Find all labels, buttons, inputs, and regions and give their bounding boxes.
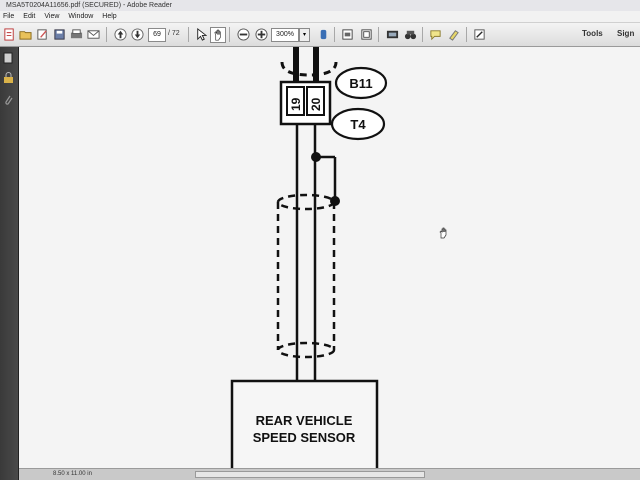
tools-pane-link[interactable]: Tools [582, 29, 603, 38]
toolbar-separator [188, 27, 189, 42]
next-page-icon[interactable] [130, 27, 144, 41]
save-icon[interactable] [52, 27, 66, 41]
fit-page-icon[interactable] [340, 27, 354, 41]
print-icon[interactable] [69, 27, 83, 41]
hand-cursor-icon [439, 227, 447, 239]
connector-pin-19: 19 [289, 97, 303, 111]
select-cursor-icon[interactable] [193, 27, 207, 41]
toolbar-separator [106, 27, 107, 42]
toolbar-separator [334, 27, 335, 42]
menu-help[interactable]: Help [102, 13, 117, 20]
page-size-readout: 8.50 x 11.00 in [53, 471, 92, 477]
read-mode-icon[interactable] [316, 27, 330, 41]
menu-file[interactable]: File [3, 13, 15, 20]
menu-bar: File Edit View Window Help [0, 11, 640, 23]
fit-width-icon[interactable] [359, 27, 373, 41]
edit-icon[interactable] [35, 27, 49, 41]
connector-pin-20: 20 [309, 97, 323, 111]
label-t4-oval [330, 107, 386, 141]
connector-pin-19-box [286, 86, 305, 116]
email-icon[interactable] [86, 27, 100, 41]
navigation-pane [0, 47, 19, 480]
previous-page-icon[interactable] [113, 27, 127, 41]
attachments-icon[interactable] [3, 93, 14, 105]
connector-pin-20-box [306, 86, 325, 116]
shield-top-dashed [280, 61, 338, 77]
zoom-dropdown-icon[interactable]: ▾ [299, 28, 310, 42]
zoom-out-icon[interactable] [236, 27, 250, 41]
shield-top-ellipse [276, 193, 336, 211]
open-folder-icon[interactable] [18, 27, 32, 41]
sign-pane-link[interactable]: Sign [617, 29, 635, 38]
page-number-input[interactable]: 69 [148, 28, 166, 42]
menu-window[interactable]: Window [68, 13, 94, 20]
document-page[interactable]: 19 20 B11 T4 REAR VEHICLE SPEED SENSOR [19, 47, 640, 468]
page-thumbnails-icon[interactable] [3, 51, 14, 64]
highlight-icon[interactable] [446, 27, 460, 41]
connector-label-b11: B11 [349, 76, 372, 91]
full-screen-icon[interactable] [385, 27, 399, 41]
connector-label-t4: T4 [350, 117, 366, 132]
zoom-level-input[interactable]: 300% [271, 28, 299, 42]
wiring-diagram: 19 20 B11 T4 REAR VEHICLE SPEED SENSOR [230, 47, 447, 468]
horizontal-scrollbar[interactable] [195, 471, 425, 478]
sensor-label-line2: SPEED SENSOR [253, 430, 356, 445]
sensor-label-line1: REAR VEHICLE [256, 413, 353, 428]
menu-view[interactable]: View [44, 13, 60, 20]
menu-edit[interactable]: Edit [23, 13, 36, 20]
comment-icon[interactable] [428, 27, 442, 41]
status-bar: 8.50 x 11.00 in [19, 468, 640, 480]
hand-tool-icon[interactable] [210, 27, 226, 43]
toolbar-separator [229, 27, 230, 42]
zoom-in-icon[interactable] [254, 27, 268, 41]
shield-bottom-ellipse [276, 341, 336, 359]
toolbar: 69 / 72 300% ▾ Tools Sign [0, 23, 640, 47]
sensor-box [230, 379, 379, 468]
splice-dot-upper [311, 152, 321, 162]
lock-icon[interactable] [3, 71, 14, 83]
binoculars-icon[interactable] [403, 27, 417, 41]
sign-tool-icon[interactable] [472, 27, 486, 41]
toolbar-separator [378, 27, 379, 42]
window-title: MSA5T0204A11656.pdf (SECURED) - Adobe Re… [6, 2, 173, 9]
window-title-bar: MSA5T0204A11656.pdf (SECURED) - Adobe Re… [0, 0, 640, 11]
toolbar-separator [422, 27, 423, 42]
toolbar-separator [466, 27, 467, 42]
label-b11-oval [334, 66, 388, 100]
page-total: / 72 [168, 30, 180, 37]
create-pdf-icon[interactable] [2, 27, 16, 41]
